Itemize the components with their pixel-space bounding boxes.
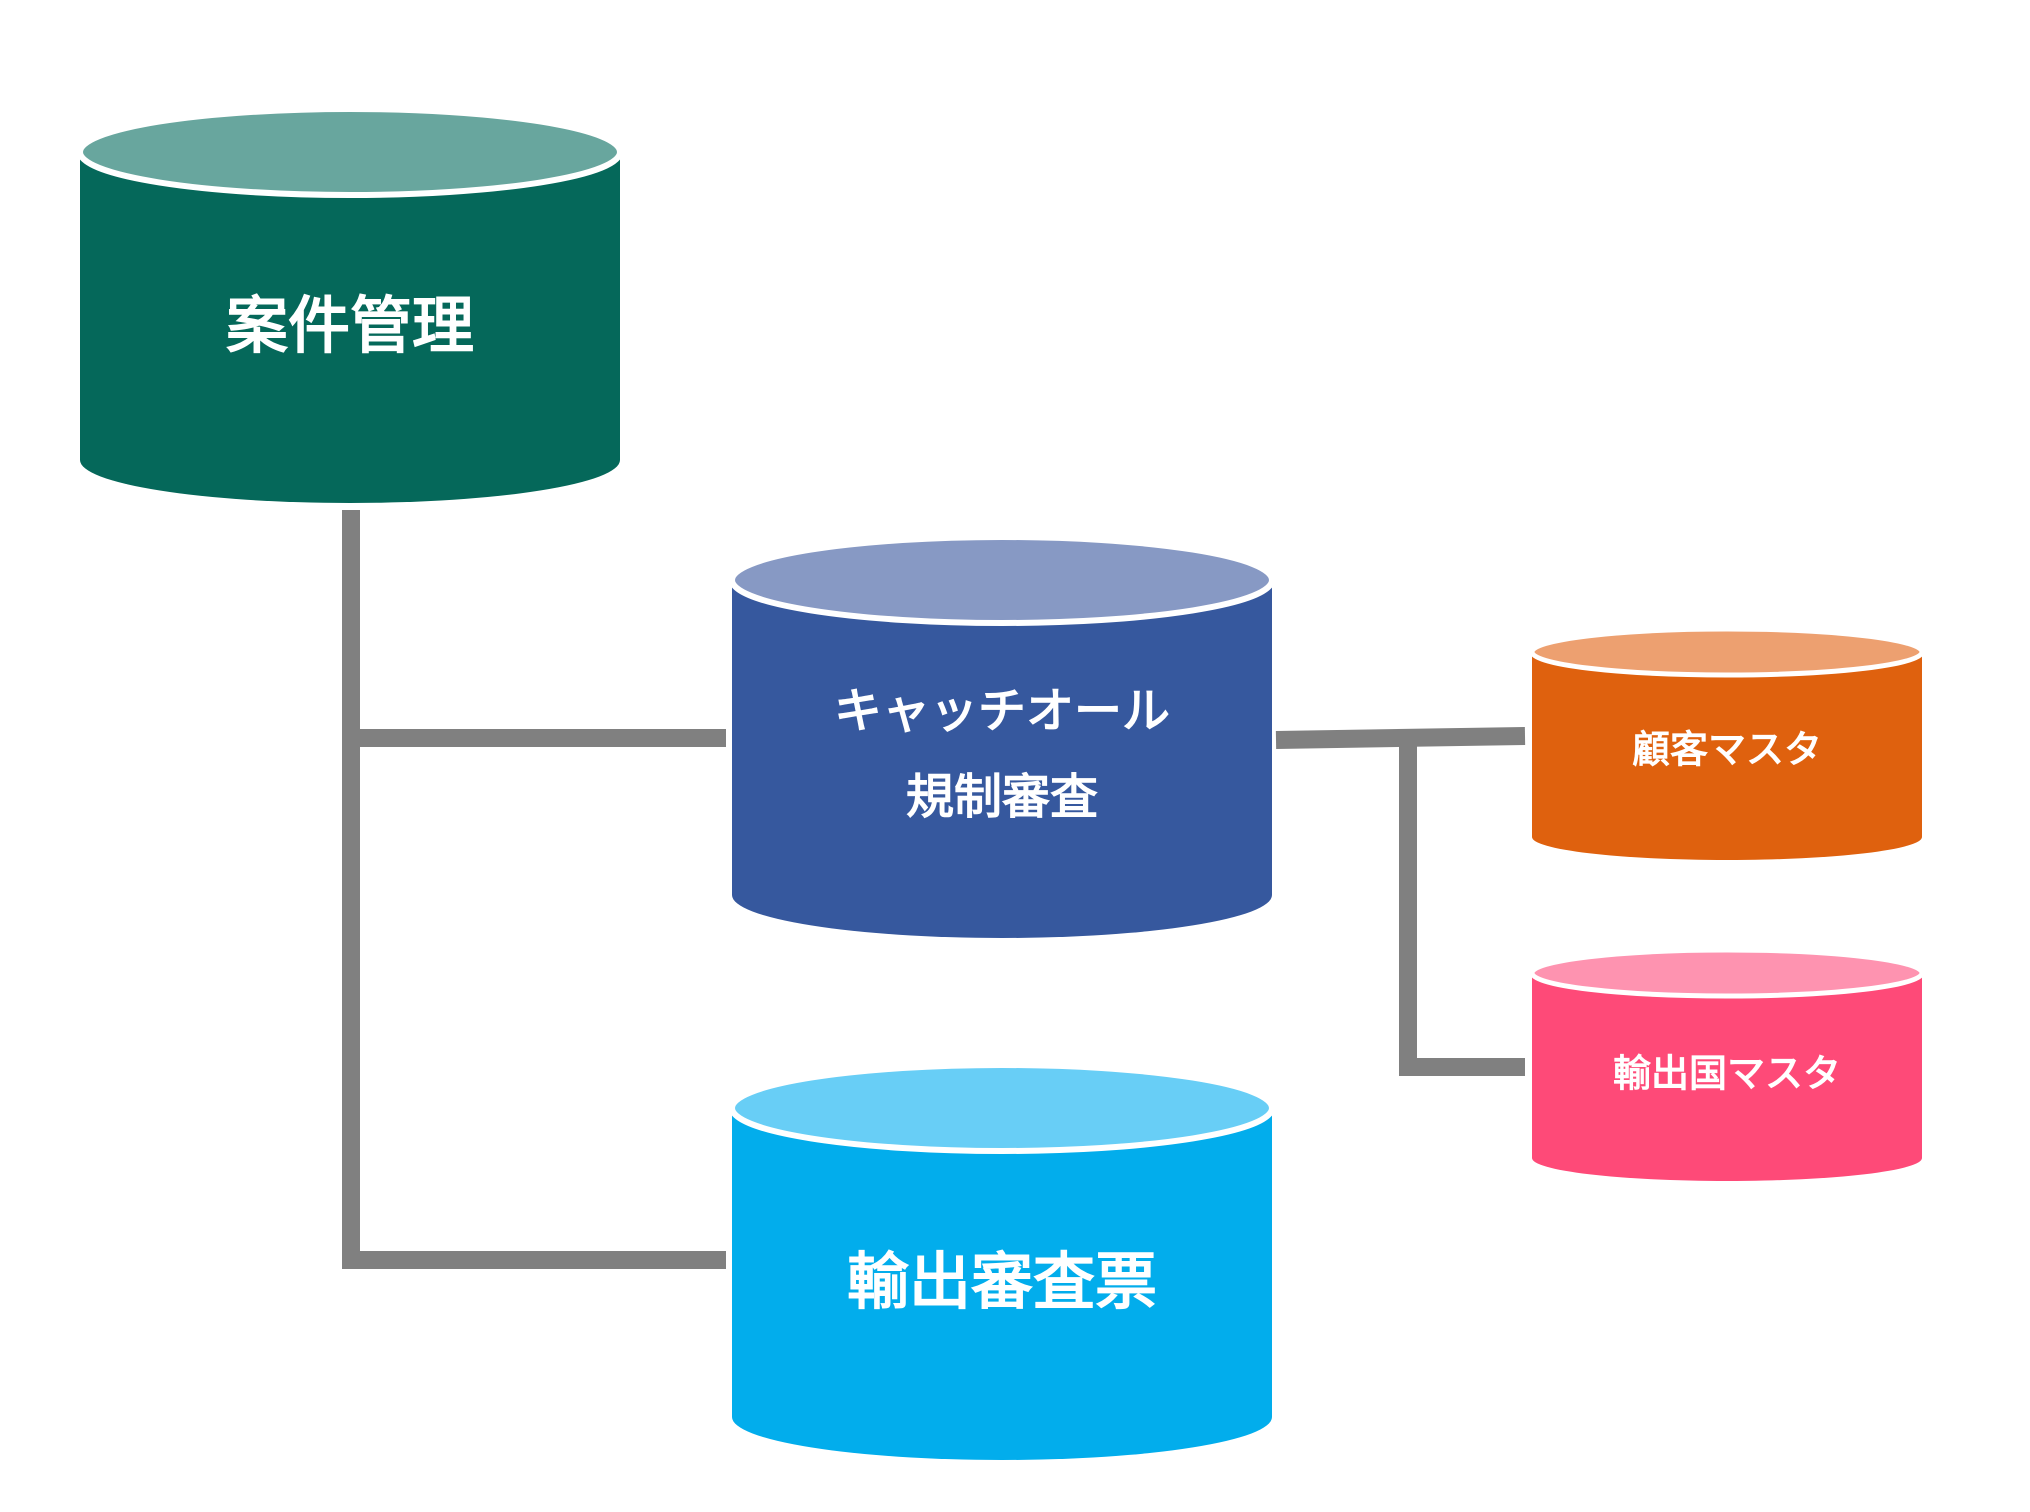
cylinder-export-country-master[interactable]: 輸出国マスタ — [1529, 947, 1925, 1181]
node-label-export-review-form: 輸出審査票 — [847, 1245, 1157, 1318]
cylinder-customer-master[interactable]: 顧客マスタ — [1529, 626, 1925, 860]
cylinder-body — [732, 580, 1272, 938]
node-label-catch-all-line2: 規制審査 — [906, 769, 1098, 825]
node-label-export-country-master: 輸出国マスタ — [1613, 1052, 1841, 1096]
cylinder-top — [1529, 626, 1925, 678]
cylinder-body — [1532, 652, 1922, 860]
cylinder-top — [1529, 947, 1925, 999]
cylinder-body — [1532, 973, 1922, 1181]
cylinder-top — [729, 1062, 1275, 1154]
cylinder-body — [80, 152, 620, 503]
connectors — [342, 510, 1526, 1269]
node-label-catch-all-line1: キャッチオール — [834, 683, 1170, 739]
connector-to-country-master — [1399, 738, 1525, 1076]
cylinder-catch-all-review[interactable]: キャッチオール 規制審査 — [729, 534, 1275, 938]
cylinder-export-review-form[interactable]: 輸出審査票 — [729, 1062, 1275, 1460]
node-label-case-management: 案件管理 — [226, 289, 474, 362]
cylinder-top — [729, 534, 1275, 626]
connector-case-trunk — [342, 510, 726, 1269]
cylinder-body — [732, 1108, 1272, 1460]
cylinder-top — [77, 106, 623, 198]
node-label-customer-master: 顧客マスタ — [1632, 728, 1822, 772]
cylinder-case-management[interactable]: 案件管理 — [77, 106, 623, 503]
